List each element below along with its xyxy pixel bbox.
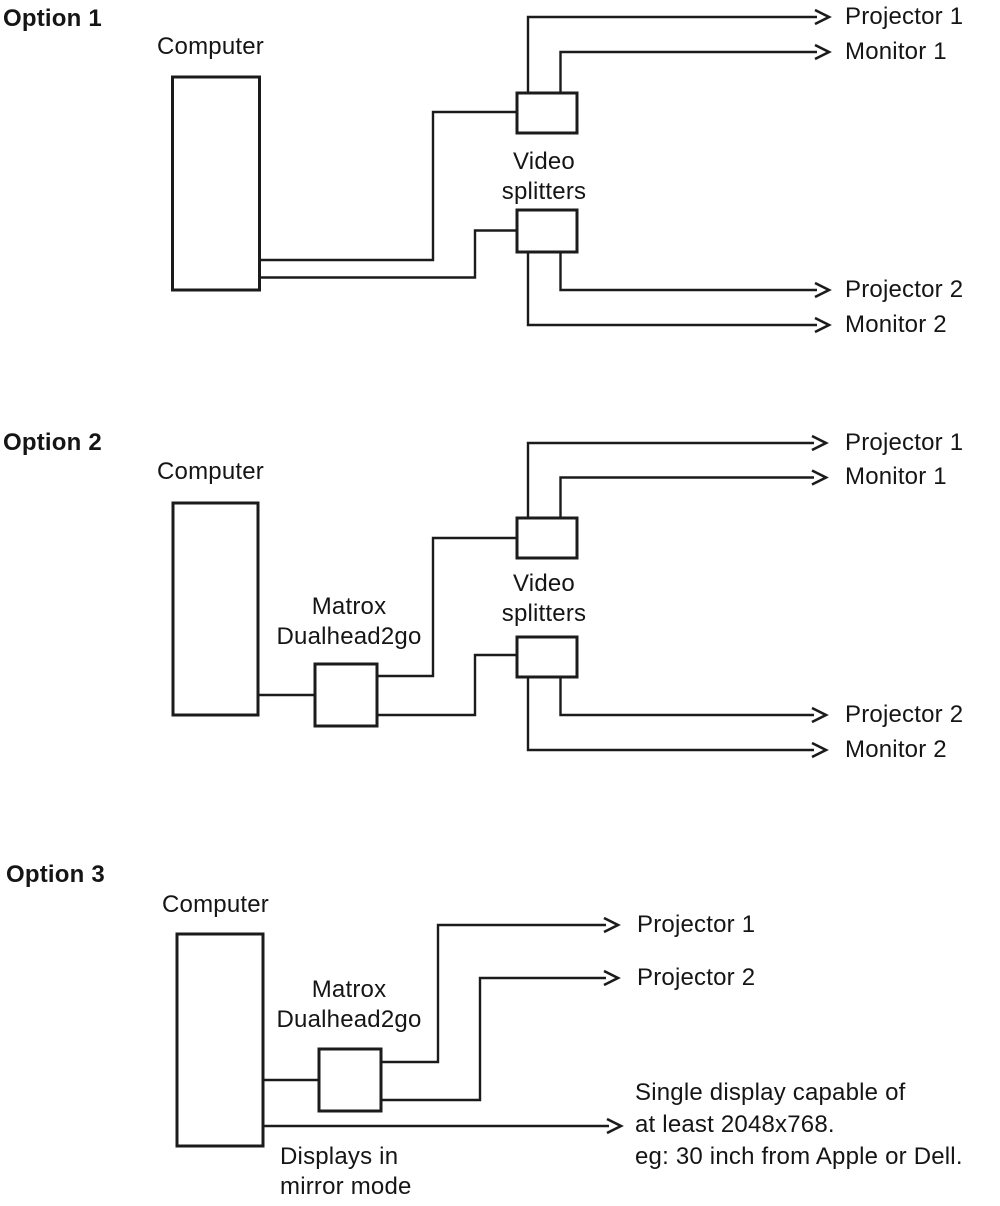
option2-splitter2-box — [515, 635, 579, 679]
option1-computer-to-splitter1-line — [259, 110, 517, 262]
option2-diagram — [171, 434, 829, 759]
option3-diagram — [175, 916, 624, 1148]
option3-computer-box — [175, 932, 265, 1148]
option2-monitor2-arrowhead-icon — [811, 741, 829, 759]
option1-monitor1-label: Monitor 1 — [845, 38, 947, 65]
option3-projector1-label: Projector 1 — [637, 911, 756, 938]
option2-title: Option 2 — [3, 429, 102, 456]
option2-projector1-arrowhead-icon — [811, 434, 829, 452]
option1-monitor2-line — [526, 252, 817, 327]
option3-projector2-line — [381, 976, 606, 1102]
option3-projector1-line — [381, 923, 606, 1064]
option2-video-splitters-label: Video splitters — [501, 570, 587, 627]
option3-matrox-box — [317, 1047, 383, 1113]
option2-projector1-label: Projector 1 — [845, 429, 964, 456]
option1-computer-label: Computer — [157, 33, 264, 60]
option1-splitter1-box — [515, 91, 579, 135]
option3-title: Option 3 — [6, 861, 105, 888]
option1-projector1-line — [526, 15, 817, 93]
option2-projector2-line — [559, 677, 814, 717]
option2-computer-box — [171, 501, 260, 717]
option2-monitor2-line — [526, 677, 814, 752]
option1-projector2-line — [559, 252, 817, 292]
option1-diagram — [171, 8, 832, 334]
option2-projector2-arrowhead-icon — [811, 706, 829, 724]
option1-monitor2-label: Monitor 2 — [845, 311, 947, 338]
option3-mirror-mode-label: Displays in mirror mode — [280, 1143, 412, 1200]
option3-mirror-display-arrowhead-icon — [606, 1117, 624, 1135]
option2-matrox-box — [313, 662, 379, 728]
option3-projector2-arrowhead-icon — [603, 969, 621, 987]
option2-computer-label: Computer — [157, 458, 264, 485]
option1-title: Option 1 — [3, 5, 102, 32]
option1-projector2-arrowhead-icon — [814, 281, 832, 299]
option3-projector2-label: Projector 2 — [637, 964, 756, 991]
option1-computer-box — [171, 75, 261, 292]
option3-single-display-note: Single display capable of at least 2048x… — [635, 1079, 963, 1170]
option3-projector1-arrowhead-icon — [603, 916, 621, 934]
option1-monitor1-line — [559, 50, 817, 93]
option2-matrox-to-splitter1-line — [377, 536, 517, 678]
option2-monitor1-label: Monitor 1 — [845, 463, 947, 490]
option1-computer-to-splitter2-line — [259, 229, 517, 279]
option2-monitor2-label: Monitor 2 — [845, 736, 947, 763]
option2-matrox-to-splitter2-line — [377, 653, 517, 717]
option1-monitor1-arrowhead-icon — [814, 43, 832, 61]
option2-splitter1-box — [515, 516, 579, 560]
option2-projector2-label: Projector 2 — [845, 701, 964, 728]
option2-monitor1-line — [559, 476, 814, 518]
option3-matrox-label: Matrox Dualhead2go — [276, 976, 422, 1033]
option1-projector1-arrowhead-icon — [814, 8, 832, 26]
option1-projector2-label: Projector 2 — [845, 276, 964, 303]
option2-projector1-line — [526, 441, 814, 518]
option2-monitor1-arrowhead-icon — [811, 469, 829, 486]
option3-computer-label: Computer — [162, 891, 269, 918]
option1-video-splitters-label: Video splitters — [501, 148, 587, 205]
option1-splitter2-box — [515, 208, 579, 254]
option1-monitor2-arrowhead-icon — [814, 316, 832, 334]
option2-matrox-label: Matrox Dualhead2go — [276, 593, 422, 650]
option1-projector1-label: Projector 1 — [845, 3, 964, 30]
